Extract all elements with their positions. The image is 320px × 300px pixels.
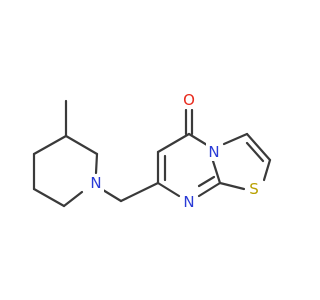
bond-ch2-c7 bbox=[119, 181, 160, 203]
bond-c6-c5 bbox=[156, 132, 191, 154]
bond-pip-2 bbox=[94, 152, 99, 175]
bonds bbox=[32, 99, 272, 208]
bond-c5-n4 bbox=[187, 132, 209, 147]
bond-pip-6 bbox=[32, 134, 68, 156]
atom-nitrogen-pyrimidine: N bbox=[183, 193, 194, 211]
atom-nitrogen-bridgehead: N bbox=[208, 143, 219, 161]
bond-c8a-n8 bbox=[197, 181, 222, 198]
bond-pip-1 bbox=[64, 134, 99, 156]
atom-oxygen: O bbox=[183, 91, 195, 109]
bond-c3-c2-double bbox=[245, 141, 265, 163]
bond-pip-4 bbox=[32, 187, 66, 208]
bond-n8-c7 bbox=[156, 181, 181, 198]
bond-c3-c2 bbox=[245, 132, 272, 162]
bond-s-c8a bbox=[218, 181, 246, 191]
bond-n4-c3 bbox=[222, 132, 249, 146]
atom-sulfur: S bbox=[249, 180, 259, 198]
bond-c8a-n8-double bbox=[197, 175, 216, 188]
bond-n-ch2 bbox=[101, 188, 123, 203]
molecule-structure: O N N S N bbox=[32, 91, 272, 211]
bond-pip-3 bbox=[62, 190, 84, 208]
bond-n4-c8a bbox=[211, 159, 222, 185]
atom-nitrogen-piperidine: N bbox=[90, 174, 101, 192]
atom-labels: O N N S N bbox=[88, 91, 263, 211]
bond-c2-s bbox=[262, 158, 272, 182]
